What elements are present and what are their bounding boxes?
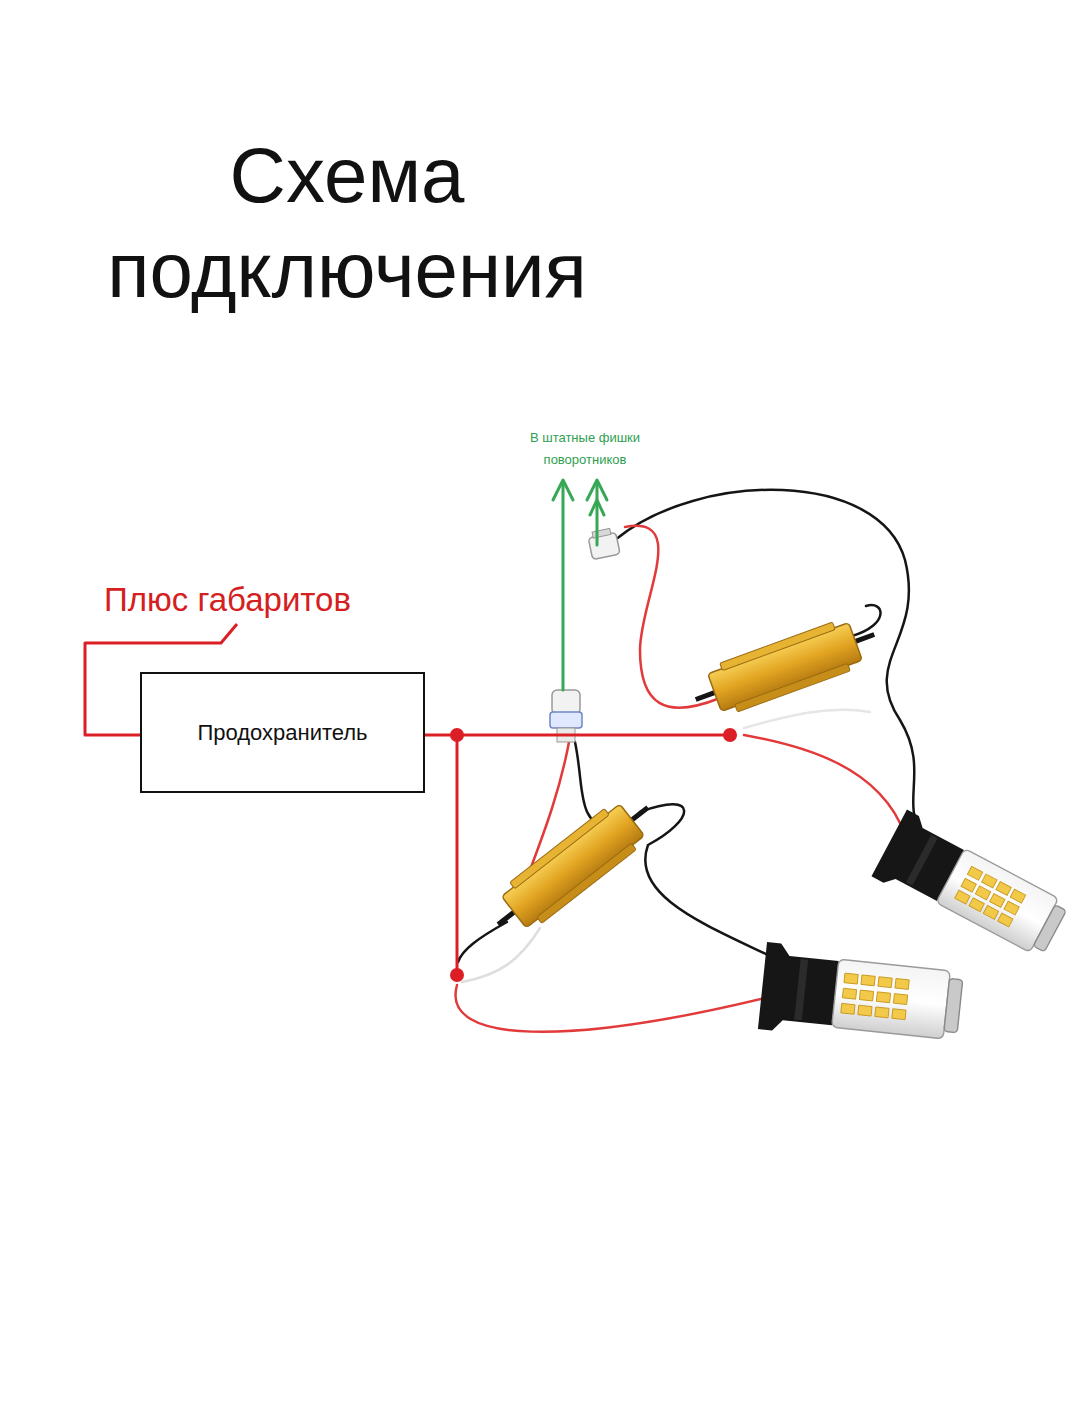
fuse-box: Продохранитель bbox=[140, 672, 425, 793]
red-wiring bbox=[85, 624, 730, 975]
photo-wires bbox=[456, 490, 922, 1032]
resistor-symbol bbox=[482, 787, 664, 945]
note-label: В штатные фишки поворотников bbox=[518, 427, 652, 471]
junction-dot bbox=[450, 728, 737, 982]
resistor-symbol bbox=[687, 610, 883, 724]
led-bulb bbox=[758, 942, 965, 1050]
wire-label: Плюс габаритов bbox=[104, 580, 351, 620]
box-label: Продохранитель bbox=[197, 720, 367, 746]
green-arrows bbox=[553, 480, 607, 690]
diagram-title: Схема подключения bbox=[67, 128, 627, 318]
plug-upper bbox=[587, 527, 620, 559]
led-bulb bbox=[871, 810, 1073, 965]
